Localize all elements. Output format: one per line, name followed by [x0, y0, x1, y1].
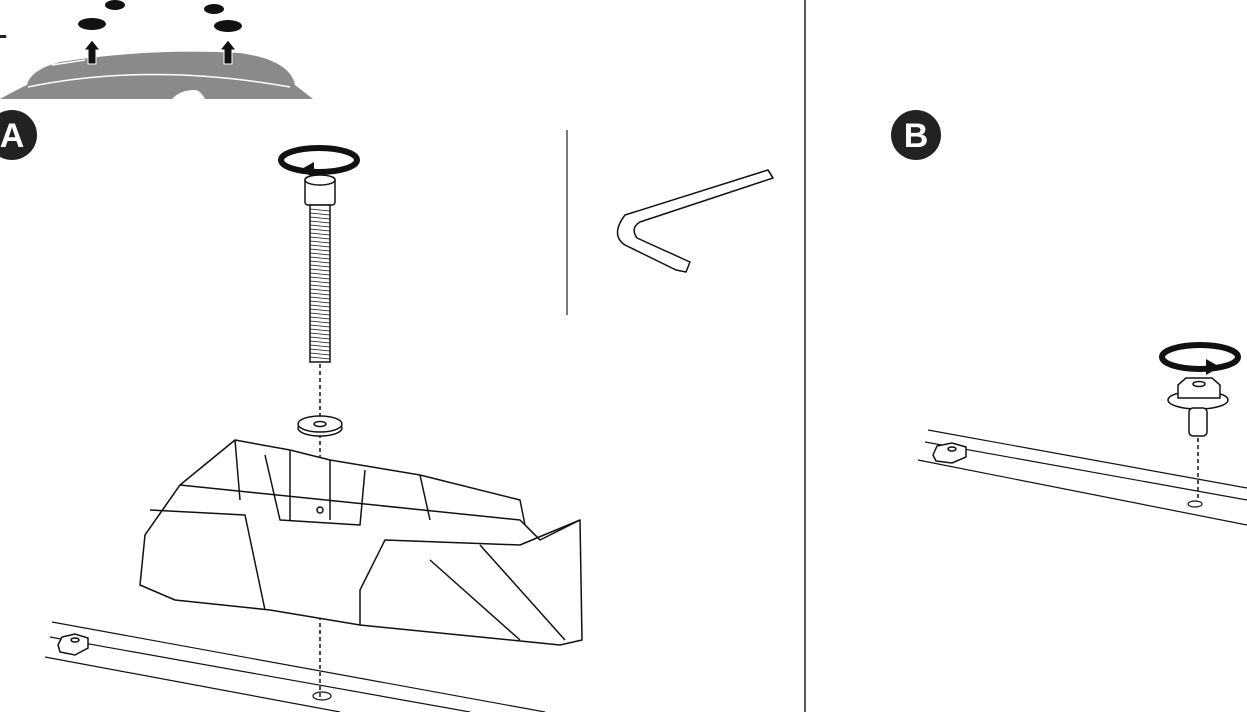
bolt-thread: [309, 332, 331, 336]
bolt-thread: [309, 356, 331, 360]
bolt-thread: [309, 236, 331, 240]
bolt-thread: [309, 300, 331, 304]
nut-icon: [932, 442, 967, 464]
bolt-thread: [309, 212, 331, 216]
rotate-arrow-icon: [1159, 342, 1241, 375]
nut-icon: [57, 633, 89, 656]
car-roof-illustration: [0, 0, 313, 99]
bolt-thread: [309, 276, 331, 280]
bolt-thread: [309, 296, 331, 300]
bolt-thread: [309, 320, 331, 324]
bolt-thread: [309, 284, 331, 288]
bolt-thread: [309, 252, 331, 256]
rotate-arrow-icon: [278, 145, 360, 178]
bolt-thread: [309, 256, 331, 260]
bolt-thread: [309, 348, 331, 352]
bolt-thread: [309, 260, 331, 264]
bolt-thread: [309, 216, 331, 220]
bolt-thread: [309, 328, 331, 332]
roof-rail-icon: [44, 621, 546, 712]
bolt-thread: [309, 280, 331, 284]
roof-rack-foot-icon: [139, 439, 583, 646]
bolt-thread: [309, 324, 331, 328]
arrow-up-icon: [218, 39, 238, 65]
bolt-thread: [309, 228, 331, 232]
bolt-thread: [309, 316, 331, 320]
bolt-thread: [309, 244, 331, 248]
bolt-thread: [309, 308, 331, 312]
rack-foot-icon: [78, 0, 242, 32]
bolt-thread: [309, 264, 331, 268]
bolt-thread: [309, 232, 331, 236]
bolt-icon: [304, 174, 336, 363]
step-number: 1: [0, 3, 8, 47]
svg-text:A: A: [0, 117, 24, 155]
bolt-thread: [309, 224, 331, 228]
panel-a-badge: A: [0, 110, 37, 160]
bolt-thread: [309, 240, 331, 244]
bolt-thread: [309, 344, 331, 348]
bolt-thread: [309, 292, 331, 296]
roof-rail-icon: [917, 429, 1247, 526]
bolt-thread: [309, 272, 331, 276]
bolt-thread: [309, 304, 331, 308]
bolt-thread: [309, 312, 331, 316]
bolt-thread: [309, 248, 331, 252]
bolt-thread: [309, 208, 331, 212]
hex-key-icon: [616, 169, 774, 273]
bolt-thread: [309, 352, 331, 356]
short-bolt-icon: [1167, 377, 1229, 437]
bolt-thread: [309, 220, 331, 224]
bolt-thread: [309, 268, 331, 272]
panel-b-badge: B: [891, 110, 941, 160]
bolt-thread: [309, 340, 331, 344]
washer-icon: [297, 415, 343, 437]
bolt-thread: [309, 336, 331, 340]
bolt-thread: [309, 288, 331, 292]
arrow-up-icon: [82, 39, 102, 65]
svg-text:B: B: [904, 117, 929, 155]
